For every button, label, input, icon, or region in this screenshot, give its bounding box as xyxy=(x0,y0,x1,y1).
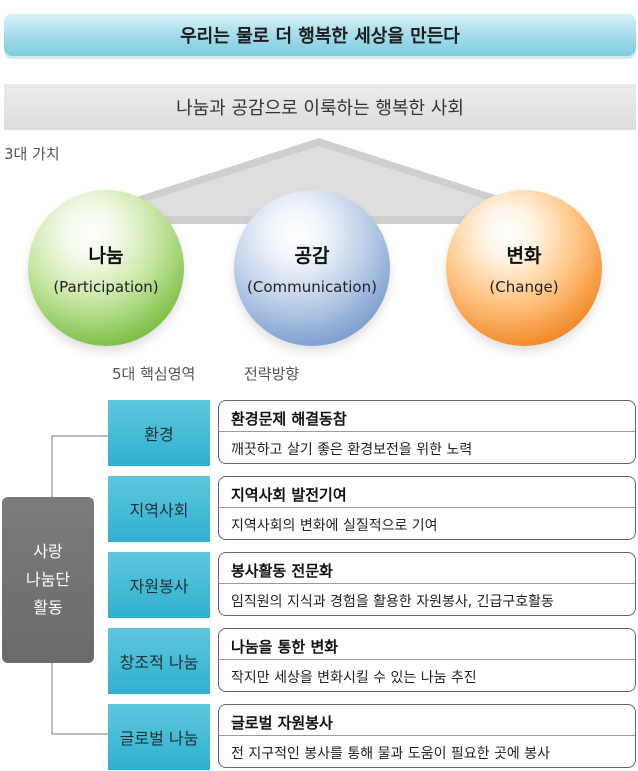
direction-card-environment: 환경문제 해결동참 깨끗하고 살기 좋은 환경보전을 위한 노력 xyxy=(218,400,636,464)
direction-desc: 지역사회의 변화에 실질적으로 기여 xyxy=(231,518,438,534)
area-name: 지역사회 xyxy=(129,501,189,520)
mission-banner: 우리는 물로 더 행복한 세상을 만든다 xyxy=(4,14,636,56)
area-name: 자원봉사 xyxy=(129,577,189,596)
value-subtitle: (Change) xyxy=(489,277,559,296)
vision-bar: 나눔과 공감으로 이룩하는 행복한 사회 xyxy=(4,84,636,130)
group-line: 활동 xyxy=(33,598,63,617)
card-divider xyxy=(219,735,635,736)
direction-title: 봉사활동 전문화 xyxy=(231,562,333,580)
card-divider xyxy=(219,507,635,508)
direction-title: 나눔을 통한 변화 xyxy=(231,638,339,656)
value-connector-shape xyxy=(72,138,566,224)
value-subtitle: (Communication) xyxy=(247,277,377,296)
area-community: 지역사회 xyxy=(108,476,210,542)
direction-card-creative-sharing: 나눔을 통한 변화 작지만 세상을 변화시킬 수 있는 나눔 추진 xyxy=(218,628,636,692)
area-name: 창조적 나눔 xyxy=(119,653,199,672)
direction-card-volunteering: 봉사활동 전문화 임직원의 지식과 경험을 활용한 자원봉사, 긴급구호활동 xyxy=(218,552,636,616)
direction-desc: 전 지구적인 봉사를 통해 물과 도움이 필요한 곳에 봉사 xyxy=(231,746,550,762)
area-volunteering: 자원봉사 xyxy=(108,552,210,618)
group-line: 사랑 xyxy=(33,542,63,561)
direction-column-label: 전략방향 xyxy=(244,365,300,383)
area-global-sharing: 글로벌 나눔 xyxy=(108,704,210,770)
card-divider xyxy=(219,431,635,432)
mission-text: 우리는 물로 더 행복한 세상을 만든다 xyxy=(180,26,460,47)
value-sphere-participation: 나눔 (Participation) xyxy=(28,190,184,346)
love-sharing-group: 사랑 나눔단 활동 xyxy=(2,497,94,663)
card-divider xyxy=(219,659,635,660)
area-creative-sharing: 창조적 나눔 xyxy=(108,628,210,694)
value-title: 공감 xyxy=(294,244,330,267)
area-name: 글로벌 나눔 xyxy=(119,729,199,748)
value-sphere-communication: 공감 (Communication) xyxy=(234,190,390,346)
direction-card-community: 지역사회 발전기여 지역사회의 변화에 실질적으로 기여 xyxy=(218,476,636,540)
direction-title: 환경문제 해결동참 xyxy=(231,410,347,428)
value-subtitle: (Participation) xyxy=(53,277,159,296)
direction-title: 지역사회 발전기여 xyxy=(231,486,347,504)
area-environment: 환경 xyxy=(108,400,210,466)
areas-column-label: 5대 핵심영역 xyxy=(112,365,196,383)
direction-card-global-sharing: 글로벌 자원봉사 전 지구적인 봉사를 통해 물과 도움이 필요한 곳에 봉사 xyxy=(218,704,636,768)
direction-desc: 깨끗하고 살기 좋은 환경보전을 위한 노력 xyxy=(231,442,473,458)
direction-desc: 임직원의 지식과 경험을 활용한 자원봉사, 긴급구호활동 xyxy=(231,594,554,610)
value-title: 변화 xyxy=(506,244,542,267)
direction-title: 글로벌 자원봉사 xyxy=(231,714,333,732)
vision-text: 나눔과 공감으로 이룩하는 행복한 사회 xyxy=(176,98,464,119)
direction-desc: 작지만 세상을 변화시킬 수 있는 나눔 추진 xyxy=(231,670,477,686)
card-divider xyxy=(219,583,635,584)
values-label: 3대 가치 xyxy=(4,145,60,163)
group-line: 나눔단 xyxy=(25,570,71,589)
area-name: 환경 xyxy=(144,425,174,444)
value-sphere-change: 변화 (Change) xyxy=(446,190,602,346)
value-title: 나눔 xyxy=(88,244,124,267)
